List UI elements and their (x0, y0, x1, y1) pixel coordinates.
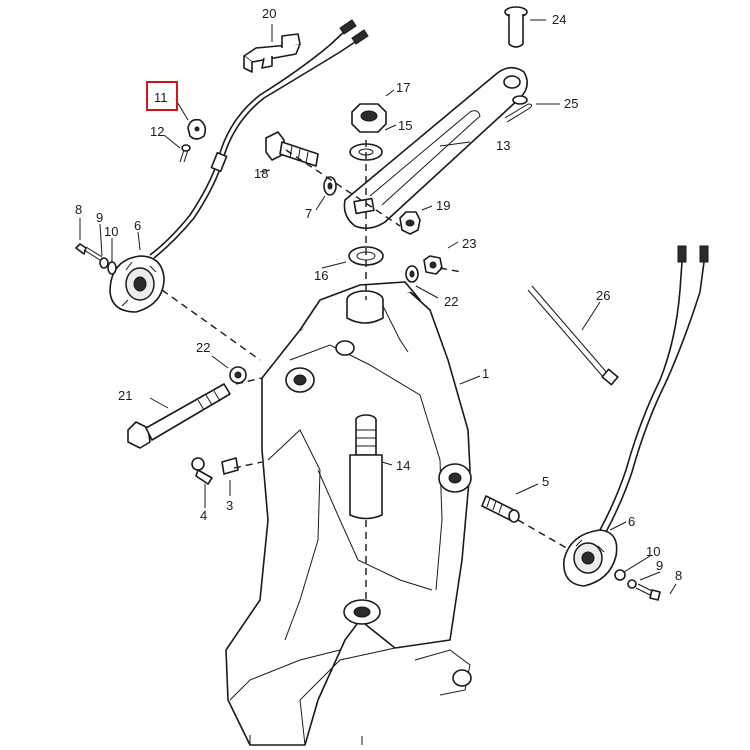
washer-9-right (627, 579, 637, 589)
washer-7 (323, 176, 337, 196)
callout-6a: 6 (134, 218, 141, 233)
wire-harness-left (149, 19, 369, 259)
screw-8-right (635, 583, 661, 601)
callout-3: 3 (226, 498, 233, 513)
wire-harness-right (599, 245, 709, 533)
callout-lines (79, 19, 677, 595)
callout-14: 14 (396, 458, 410, 473)
screw-12 (179, 144, 191, 163)
trim-sender-right (563, 529, 618, 587)
callout-7: 7 (305, 206, 312, 221)
assembly-lines (161, 140, 571, 600)
callout-8b: 8 (675, 568, 682, 583)
callout-10b: 10 (646, 544, 660, 559)
nut-19 (399, 211, 421, 235)
pin-24 (504, 6, 528, 48)
callout-9a: 9 (96, 210, 103, 225)
nut-23 (423, 255, 443, 275)
callout-22b: 22 (444, 294, 458, 309)
highlight-box (146, 81, 178, 111)
washer-22-right (405, 265, 419, 283)
washer-22-left (229, 366, 247, 384)
callout-6b: 6 (628, 514, 635, 529)
callout-16: 16 (314, 268, 328, 283)
cotter-pin-25 (504, 103, 533, 123)
callout-22a: 22 (196, 340, 210, 355)
steering-arm (343, 66, 528, 230)
callout-5: 5 (542, 474, 549, 489)
callout-26: 26 (596, 288, 610, 303)
callout-21: 21 (118, 388, 132, 403)
spacer-10-left (107, 261, 117, 275)
bolt-21 (127, 383, 231, 449)
callout-4: 4 (200, 508, 207, 523)
callout-18: 18 (254, 166, 268, 181)
callout-20: 20 (262, 6, 276, 21)
callout-10a: 10 (104, 224, 118, 239)
callout-24: 24 (552, 12, 566, 27)
washer-9-left (99, 257, 109, 269)
fitting-3 (221, 457, 239, 475)
screw-8-left (75, 243, 103, 261)
bolt-18 (265, 131, 319, 167)
callout-labels: 1 3 4 5 6 6 7 8 8 9 9 10 10 11 12 13 14 … (75, 6, 682, 583)
callout-19: 19 (436, 198, 450, 213)
callout-23: 23 (462, 236, 476, 251)
callout-25: 25 (564, 96, 578, 111)
callout-13: 13 (496, 138, 510, 153)
fitting-5 (481, 495, 520, 523)
callout-17: 17 (396, 80, 410, 95)
cable-tie-26 (527, 285, 619, 386)
clip-11 (187, 118, 207, 140)
fitting-4 (191, 457, 213, 485)
trim-sender-left (109, 255, 165, 313)
callout-1: 1 (482, 366, 489, 381)
callout-11: 11 (154, 90, 168, 105)
nut-17 (351, 103, 387, 133)
swivel-bracket (225, 281, 472, 746)
callout-12: 12 (150, 124, 164, 139)
callout-8a: 8 (75, 202, 82, 217)
callout-15: 15 (398, 118, 412, 133)
spacer-10-right (614, 569, 626, 581)
bracket-20 (243, 33, 301, 73)
callout-9b: 9 (656, 558, 663, 573)
pin-14 (349, 414, 383, 520)
